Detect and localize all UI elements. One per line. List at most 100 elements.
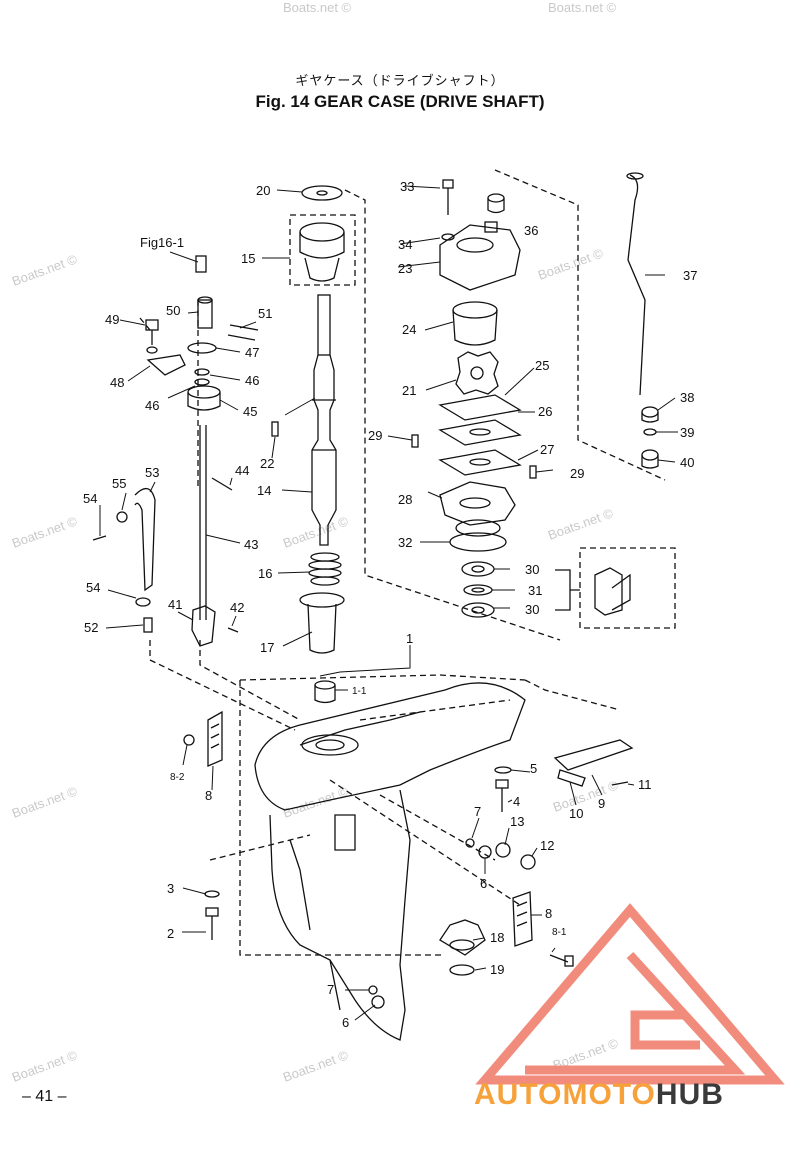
part-55-clip: [116, 511, 128, 523]
part-4-bolt: [495, 779, 509, 812]
label-40: 40: [680, 455, 694, 470]
part-8-1-bolt: [549, 954, 574, 967]
label-8-2: 8-2: [170, 772, 185, 783]
label-54: 54: [83, 491, 97, 506]
label-26: 26: [538, 404, 552, 419]
part-40-grommet: [641, 449, 659, 469]
assembly-guide-lines: [139, 169, 676, 956]
label-43: 43: [244, 537, 258, 552]
label-41: 41: [168, 597, 182, 612]
part-44-pin: [211, 477, 233, 491]
part-11-screw: [611, 781, 629, 786]
part-21-impeller: [455, 351, 499, 395]
label-6: 6: [342, 1015, 349, 1030]
label-21: 21: [402, 383, 416, 398]
part-28-pump-base: [439, 481, 516, 537]
label-34: 34: [398, 237, 412, 252]
label-3: 3: [167, 881, 174, 896]
part-14-drive-shaft: [311, 294, 337, 546]
washer: [146, 346, 158, 354]
label-4: 4: [513, 794, 520, 809]
label-46: 46: [145, 398, 159, 413]
label-32: 32: [398, 535, 412, 550]
leader-lines: [99, 185, 678, 1021]
label-24: 24: [402, 322, 416, 337]
label-10: 10: [569, 806, 583, 821]
diagram-title: Fig. 14 GEAR CASE (DRIVE SHAFT): [255, 92, 545, 111]
label-29: 29: [570, 466, 584, 481]
label-23: 23: [398, 261, 412, 276]
part-30-bearing: [461, 602, 495, 618]
label-38: 38: [680, 390, 694, 405]
label-2: 2: [167, 926, 174, 941]
part-51-pins: [227, 324, 259, 341]
part-54-fitting: [92, 535, 107, 541]
part-16-spring: [308, 552, 342, 586]
label-46: 46: [245, 373, 259, 388]
part-30-bearing: [461, 561, 495, 577]
part-26-plate: [438, 419, 522, 446]
label-31: 31: [528, 583, 542, 598]
watermark-text: Boats.net ©: [10, 251, 80, 289]
label-12: 12: [540, 838, 554, 853]
watermark-text: Boats.net ©: [281, 513, 351, 551]
label-1: 1: [406, 631, 413, 646]
label-17: 17: [260, 640, 274, 655]
part-10-bracket: [557, 769, 586, 787]
label-fig16-1: Fig16-1: [140, 235, 184, 250]
part-50-joint: [197, 296, 213, 329]
part-48-plate: [146, 354, 186, 376]
label-13: 13: [510, 814, 524, 829]
label-33: 33: [400, 179, 414, 194]
label-36: 36: [524, 223, 538, 238]
page-number: – 41 –: [22, 1088, 67, 1105]
part-12-plug: [520, 854, 536, 870]
label-1-1: 1-1: [352, 686, 367, 697]
label-52: 52: [84, 620, 98, 635]
part-8-anode-right: [512, 891, 533, 947]
part-3-washer: [204, 890, 220, 898]
label-39: 39: [680, 425, 694, 440]
label-55: 55: [112, 476, 126, 491]
bearing-bracket: [555, 569, 580, 611]
part-33-bolt: [442, 179, 454, 215]
part-2-bolt: [205, 907, 219, 940]
part-8-2-bolt: [183, 734, 195, 746]
part-36-grommet: [487, 193, 505, 214]
part-29-pin: [411, 434, 419, 448]
label-22: 22: [260, 456, 274, 471]
part-7-washer: [465, 838, 475, 848]
part-37-water-tube: [627, 174, 646, 396]
label-30: 30: [525, 562, 539, 577]
diagram-title-japanese: ギヤケース（ドライブシャフト）: [295, 74, 505, 89]
part-41-shift-cam: [191, 605, 216, 647]
part-52-fitting: [143, 617, 153, 633]
part-49-bolt: [145, 319, 159, 345]
label-28: 28: [398, 492, 412, 507]
label-16: 16: [258, 566, 272, 581]
label-27: 27: [540, 442, 554, 457]
part-29-pin: [529, 465, 537, 479]
bearing-detail-inset: [594, 567, 631, 616]
part-53-hose: [134, 488, 156, 592]
label-47: 47: [245, 345, 259, 360]
part-24-liner: [452, 301, 498, 346]
label-49: 49: [105, 312, 119, 327]
part-1-1-bushing: [314, 680, 336, 704]
part-43-shift-rod: [199, 425, 207, 620]
part-31-shim: [463, 584, 493, 596]
label-8: 8: [545, 906, 552, 921]
part-46-washer: [194, 378, 210, 386]
watermark-text: Boats.net ©: [281, 1047, 351, 1085]
part-5-washer: [494, 766, 512, 774]
part-42-pin: [227, 627, 239, 633]
part-labels: 20 15 Fig16-1 50 51 49 47 48 46 46 45 22…: [83, 179, 697, 1030]
part-20-washer: [301, 185, 343, 201]
part-22-pin: [271, 421, 279, 437]
part-17-sleeve: [299, 592, 345, 654]
label-37: 37: [683, 268, 697, 283]
label-51: 51: [258, 306, 272, 321]
label-8: 8: [205, 788, 212, 803]
watermark-text: Boats.net ©: [536, 245, 606, 283]
